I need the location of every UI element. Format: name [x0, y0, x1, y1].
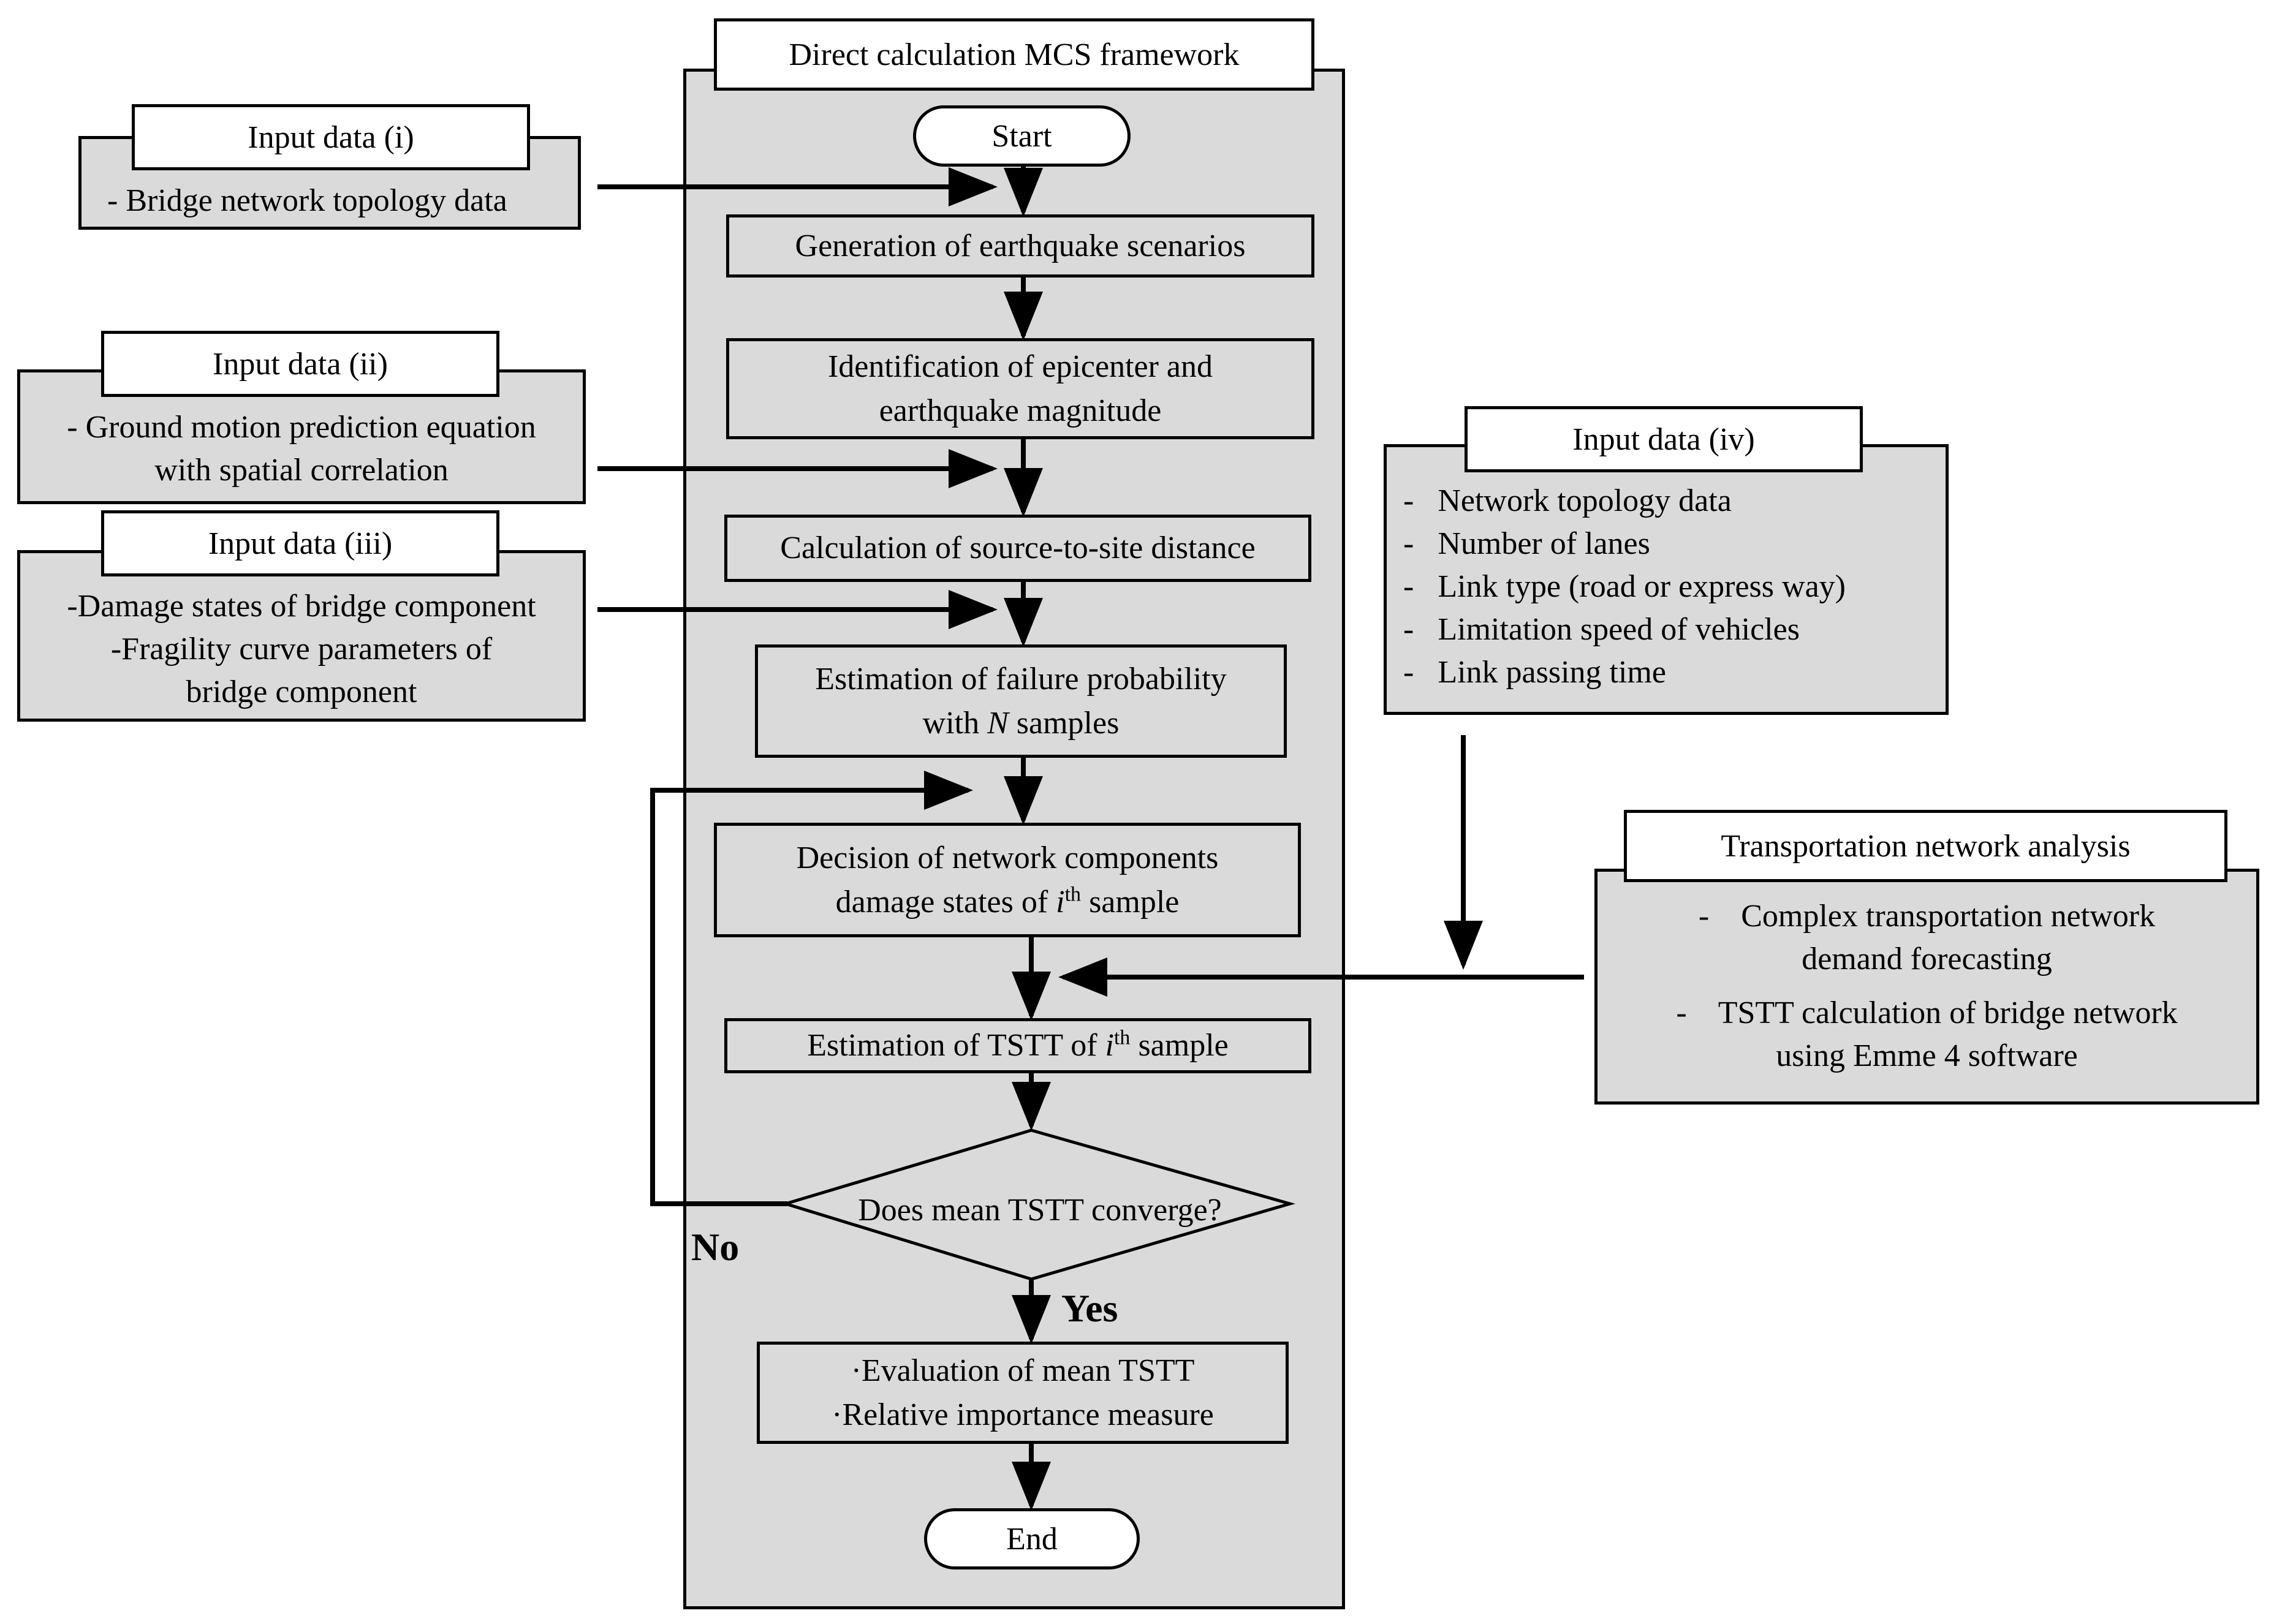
- step-source-to-site-text: Calculation of source-to-site distance: [780, 531, 1256, 565]
- no-label: No: [691, 1225, 740, 1269]
- input-iii-line-1: -Damage states of bridge component: [67, 589, 536, 624]
- transport-line-4: using Emme 4 software: [1776, 1038, 2078, 1073]
- step-damage-states: Decision of network components damage st…: [714, 823, 1301, 937]
- step-evaluation: ·Evaluation of mean TSTT ·Relative impor…: [757, 1342, 1289, 1444]
- end-terminal: End: [924, 1508, 1140, 1569]
- input-iii-line-3: bridge component: [186, 674, 417, 709]
- input-iii-panel: [17, 550, 586, 722]
- input-iv-line-2: - Number of lanes: [1403, 526, 1650, 561]
- input-i-line-1: - Bridge network topology data: [107, 183, 507, 218]
- step-estimate-tstt: Estimation of TSTT of ith sample: [724, 1018, 1311, 1073]
- transport-line-2: demand forecasting: [1802, 942, 2052, 976]
- input-ii-line-2: with spatial correlation: [154, 453, 449, 488]
- input-iv-line-5: - Link passing time: [1403, 655, 1666, 690]
- input-iv-title: Input data (iv): [1465, 406, 1863, 472]
- start-terminal: Start: [913, 105, 1131, 167]
- step-identify-epicenter-line-2: earthquake magnitude: [879, 393, 1162, 428]
- input-iv-line-4: - Limitation speed of vehicles: [1403, 612, 1800, 647]
- input-iii-title: Input data (iii): [101, 510, 499, 576]
- input-iii-line-2: -Fragility curve parameters of: [110, 632, 493, 667]
- input-iv-line-1: - Network topology data: [1403, 483, 1732, 518]
- transport-panel: [1594, 869, 2259, 1105]
- transport-line-1: - Complex transportation network: [1698, 899, 2156, 934]
- step-damage-states-line-2: damage states of ith sample: [835, 883, 1180, 920]
- input-ii-title: Input data (ii): [101, 331, 499, 397]
- step-failure-probability-line-2: with N samples: [922, 705, 1120, 741]
- step-identify-epicenter-line-1: Identification of epicenter and: [827, 349, 1213, 384]
- step-evaluation-line-1: ·Evaluation of mean TSTT: [851, 1353, 1195, 1388]
- step-failure-probability: Estimation of failure probability with N…: [755, 644, 1287, 758]
- decision-label-overlay: Does mean TSTT converge?: [858, 1193, 1222, 1228]
- input-iv-line-3: - Link type (road or express way): [1403, 569, 1846, 604]
- step-failure-probability-line-1: Estimation of failure probability: [815, 661, 1227, 697]
- step-estimate-tstt-text: Estimation of TSTT of ith sample: [807, 1026, 1229, 1063]
- input-ii-line-1: - Ground motion prediction equation: [67, 410, 536, 445]
- transport-line-3: - TSTT calculation of bridge network: [1676, 995, 2178, 1030]
- step-generate-scenarios-text: Generation of earthquake scenarios: [795, 228, 1246, 263]
- loop-no-path: [650, 771, 973, 1206]
- transport-title: Transportation network analysis: [1624, 810, 2227, 882]
- framework-title: Direct calculation MCS framework: [714, 18, 1314, 91]
- input-i-title: Input data (i): [132, 104, 530, 170]
- step-damage-states-line-1: Decision of network components: [796, 840, 1219, 875]
- decision-diamond: [780, 1128, 1296, 1281]
- yes-label: Yes: [1061, 1286, 1118, 1330]
- input-iv-panel: [1384, 444, 1949, 715]
- step-evaluation-line-2: ·Relative importance measure: [832, 1397, 1214, 1432]
